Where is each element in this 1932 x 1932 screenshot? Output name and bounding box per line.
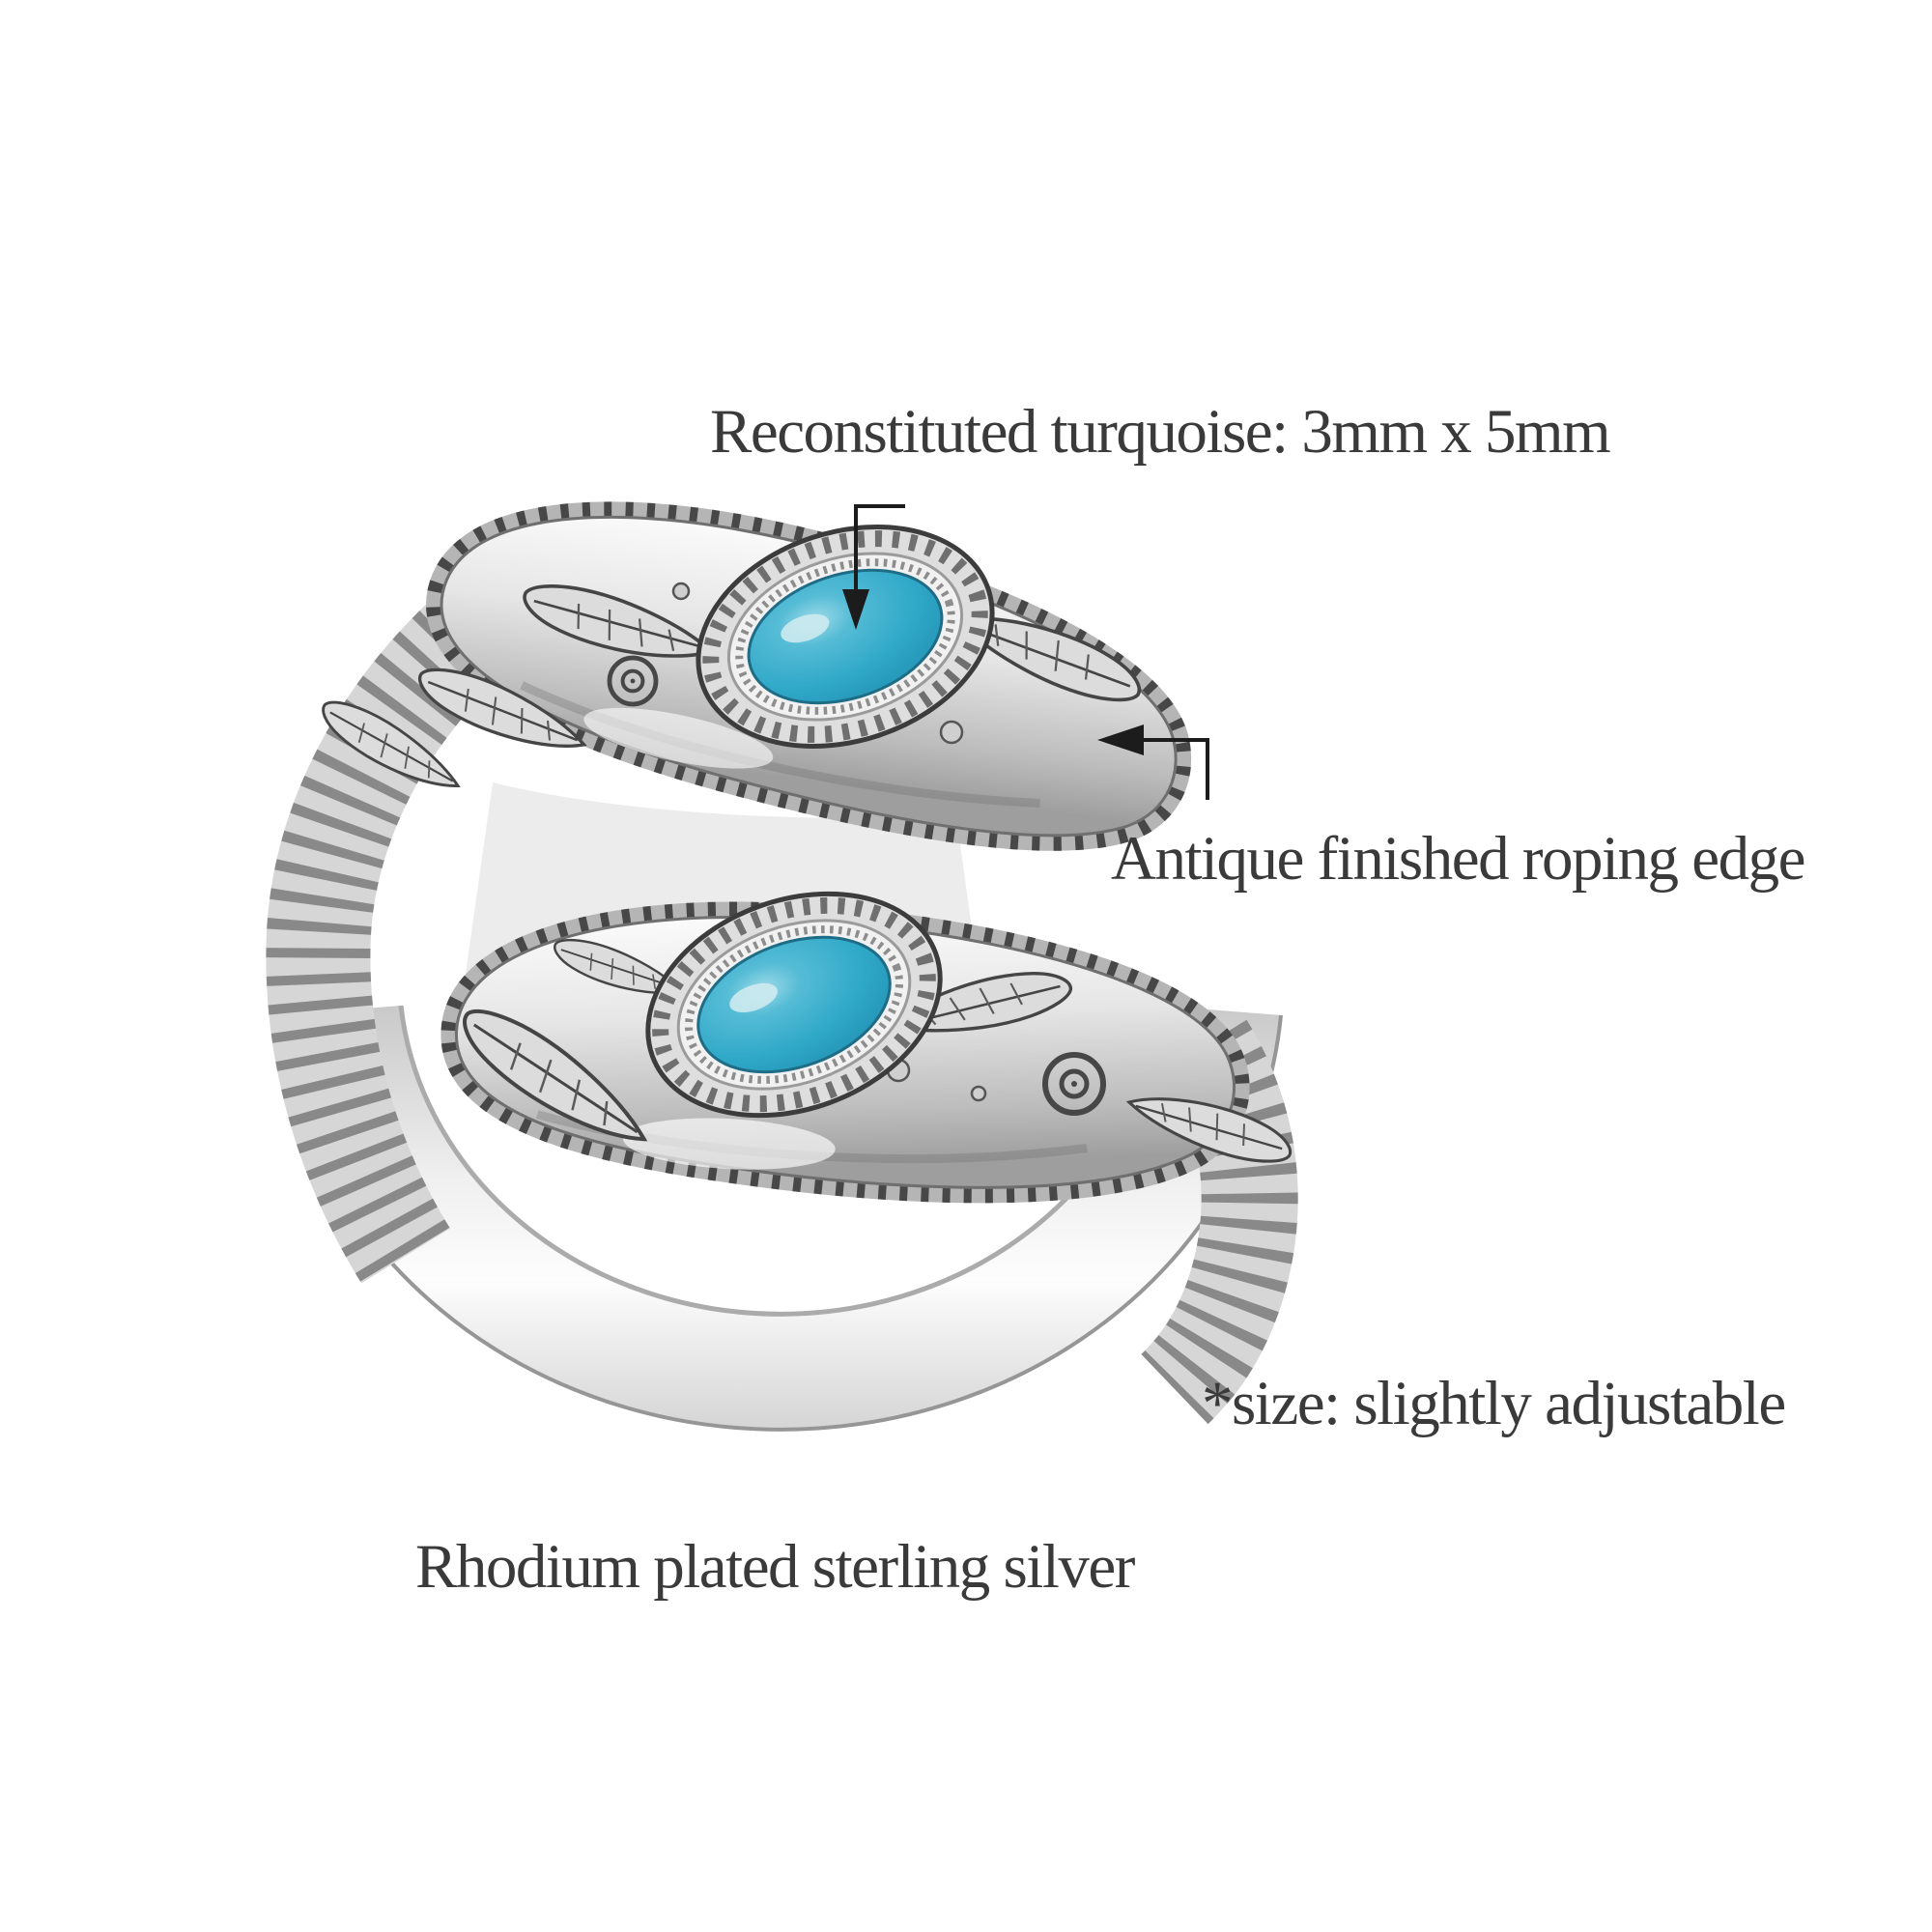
bead-detail	[939, 720, 964, 745]
bead-detail	[671, 582, 691, 601]
annotation-roping-edge: Antique finished roping edge	[1111, 824, 1805, 894]
left-arrow-icon	[1097, 724, 1144, 755]
stone-setting-bottom	[645, 891, 943, 1119]
turquoise-stone-bottom	[696, 935, 892, 1074]
stone-setting-top	[696, 525, 995, 749]
turquoise-stone-top	[747, 568, 944, 705]
ring-left-tail	[266, 590, 511, 1284]
edge-callout-arrow	[1097, 724, 1209, 800]
annotation-turquoise-stone: Reconstituted turquoise: 3mm x 5mm	[710, 397, 1611, 467]
down-arrow-icon	[842, 589, 869, 630]
stone-callout-arrow	[842, 504, 905, 630]
annotation-size-note: *size: slightly adjustable	[1202, 1369, 1786, 1438]
annotation-material-note: Rhodium plated sterling silver	[415, 1532, 1135, 1602]
bead-detail	[970, 1085, 987, 1102]
